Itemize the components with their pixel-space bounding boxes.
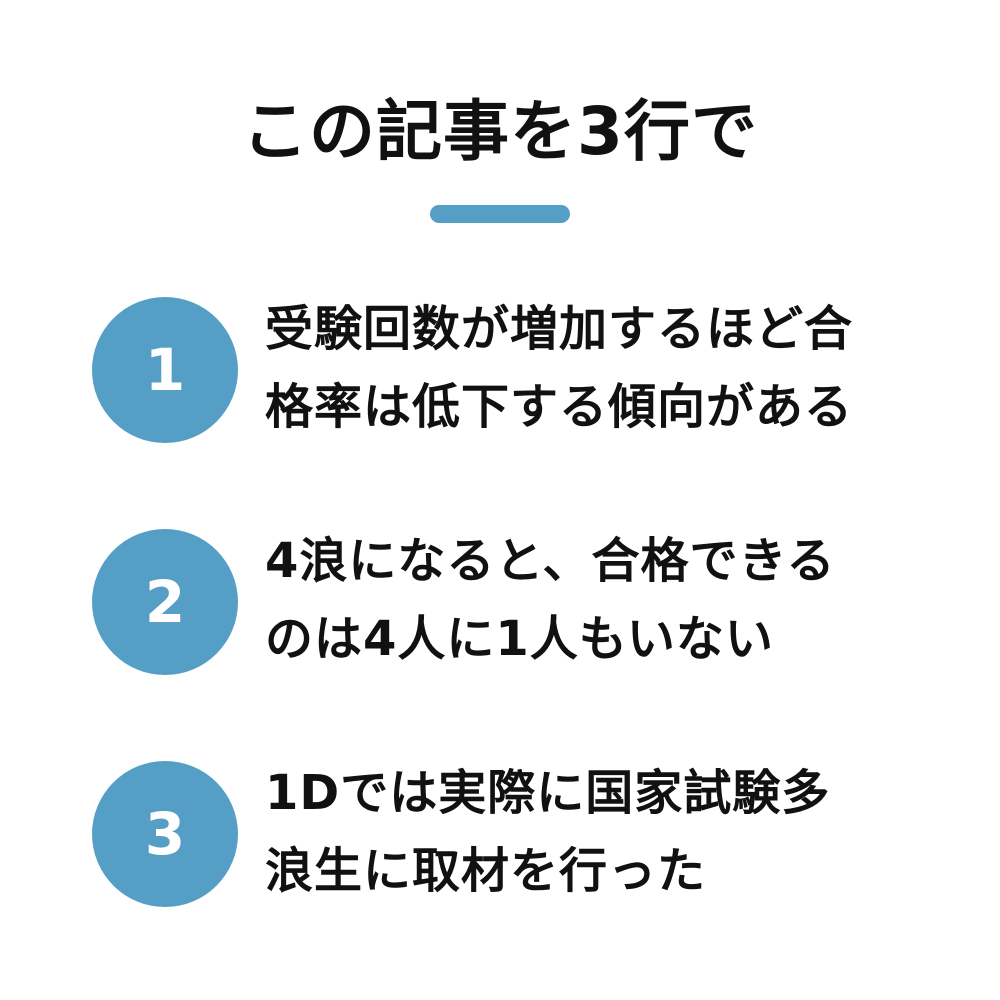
summary-text-3: 1Dでは実際に国家試験多 浪生に取材を行った	[265, 754, 955, 910]
summary-line: 1Dでは実際に国家試験多	[265, 765, 831, 821]
summary-line: のは4人に1人もいない	[265, 611, 774, 667]
number-badge-1: 1	[92, 297, 238, 443]
number-badge-3: 3	[92, 761, 238, 907]
summary-line: 格率は低下する傾向がある	[265, 379, 854, 435]
summary-text-2: 4浪になると、合格できる のは4人に1人もいない	[265, 522, 955, 678]
summary-item-3: 3 1Dでは実際に国家試験多 浪生に取材を行った	[0, 754, 1000, 914]
title-underline	[430, 205, 570, 223]
summary-text-1: 受験回数が増加するほど合 格率は低下する傾向がある	[265, 290, 955, 446]
number-badge-2: 2	[92, 529, 238, 675]
summary-line: 浪生に取材を行った	[265, 843, 707, 899]
summary-line: 受験回数が増加するほど合	[265, 301, 854, 357]
summary-line: 4浪になると、合格できる	[265, 533, 836, 589]
summary-item-1: 1 受験回数が増加するほど合 格率は低下する傾向がある	[0, 290, 1000, 450]
page-title: この記事を3行で	[242, 93, 758, 170]
summary-item-2: 2 4浪になると、合格できる のは4人に1人もいない	[0, 522, 1000, 682]
